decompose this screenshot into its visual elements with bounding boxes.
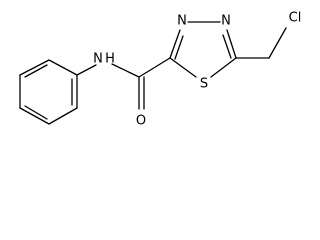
amide-hydrogen-label: H [105,52,115,67]
ring-nitrogen-3-label: N [177,14,187,29]
thiadiazole-ring [169,21,237,78]
carbonyl-to-ring-bond [138,57,171,78]
phenyl-ring [19,59,78,125]
c2-n3-double-bond-inner [174,35,184,60]
amide-nitrogen-label: N [93,52,103,67]
carbonyl-oxygen-label: O [136,114,146,129]
phenyl-double-bond-inner-3 [24,64,48,78]
amide-group [76,57,171,110]
c2-n3-double-bond-outer [169,29,181,59]
phenyl-double-bond-inner-2 [24,105,48,120]
ch2-to-cl-bond [268,27,287,59]
molecule-structure-diagram: N H O N N S Cl [19,11,302,129]
c5-s1-bond [210,57,237,78]
phenyl-bond-4 [19,107,50,125]
phenyl-bond-1 [48,59,78,76]
chloromethyl-group [235,27,287,59]
s1-c2-bond [169,57,197,78]
nh-to-carbonyl-bond [111,63,140,78]
chlorine-label: Cl [289,11,302,26]
phenyl-bond-3 [48,107,78,125]
ring-sulfur-label: S [200,77,208,92]
n4-c5-double-bond-inner [222,34,232,59]
phenyl-bond-6 [19,59,50,76]
n4-c5-double-bond-outer [226,29,237,59]
ring-nitrogen-4-label: N [221,14,231,29]
phenyl-to-nh-bond [76,64,97,76]
